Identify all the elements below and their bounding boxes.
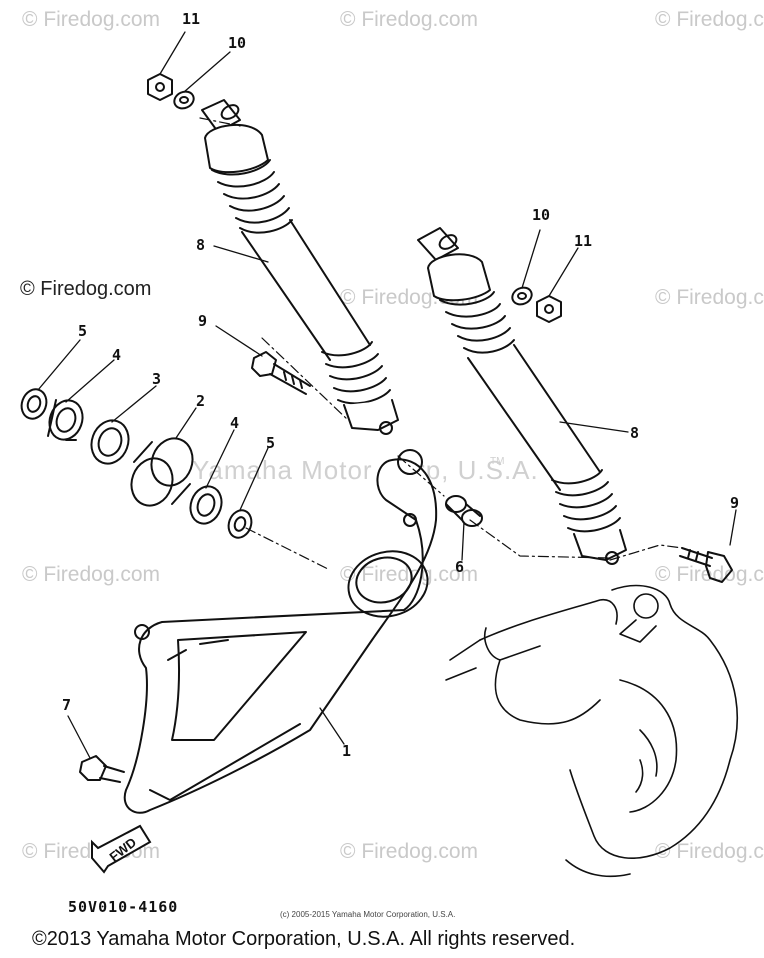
washer-right <box>511 286 533 306</box>
small-copyright: (c) 2005-2015 Yamaha Motor Corporation, … <box>280 910 456 919</box>
watermark: © Firedog.com <box>655 8 764 31</box>
collar-left <box>47 399 84 441</box>
bearing <box>90 419 130 465</box>
washer-top-left <box>173 90 195 110</box>
part-label-11-top: 11 <box>182 10 201 28</box>
part-label-6: 6 <box>455 558 465 576</box>
part-label-10-right: 10 <box>532 206 551 224</box>
part-label-2: 2 <box>196 392 206 410</box>
bolt-right <box>679 547 733 583</box>
watermark: © Firedog.com <box>22 563 161 586</box>
collar-right <box>189 485 223 525</box>
part-label-3: 3 <box>152 370 162 388</box>
diagram-code: 50V010-4160 <box>68 898 179 916</box>
watermark: © Firedog.com <box>340 8 479 31</box>
nut-top-left <box>147 73 173 101</box>
part-label-5-right: 5 <box>266 434 276 452</box>
center-lines <box>199 117 683 571</box>
collar-6 <box>445 495 483 527</box>
swing-arm <box>123 449 438 814</box>
watermark: © Firedog.com <box>22 8 161 31</box>
bolt-left <box>251 351 311 395</box>
engine-casing <box>445 584 739 878</box>
part-label-1: 1 <box>342 742 352 760</box>
part-label-8-right: 8 <box>630 424 640 442</box>
fwd-arrow-icon <box>91 824 152 874</box>
shock-absorber-right <box>417 227 627 565</box>
part-label-4-left: 4 <box>112 346 122 364</box>
part-label-5-left: 5 <box>78 322 88 340</box>
watermark: © Firedog.com <box>655 563 764 586</box>
part-label-8-left: 8 <box>196 236 206 254</box>
bolt-7 <box>79 755 125 783</box>
part-label-7: 7 <box>62 696 72 714</box>
shock-absorber-left <box>201 99 399 435</box>
part-label-11-right: 11 <box>574 232 593 250</box>
oil-seal-left <box>20 388 48 420</box>
watermark: © Firedog.com <box>655 286 764 309</box>
trademark-symbol: TM <box>490 456 505 467</box>
watermark: © Firedog.com <box>340 840 479 863</box>
part-label-10-top: 10 <box>228 34 247 52</box>
part-label-4-right: 4 <box>230 414 240 432</box>
footer-copyright: ©2013 Yamaha Motor Corporation, U.S.A. A… <box>32 928 576 950</box>
part-label-9-right: 9 <box>730 494 740 512</box>
oil-seal-right <box>227 509 253 539</box>
bushing <box>130 437 194 507</box>
nut-right <box>536 295 562 323</box>
part-label-9-left: 9 <box>198 312 208 330</box>
watermark-dark: © Firedog.com <box>20 278 152 300</box>
leader-lines <box>37 31 737 759</box>
trademark-watermark: Yamaha Motor Corp, U.S.A. <box>192 455 539 485</box>
